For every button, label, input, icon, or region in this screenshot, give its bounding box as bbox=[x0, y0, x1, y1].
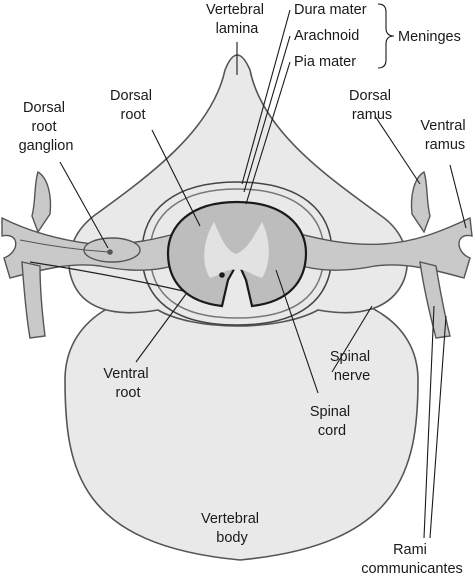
gray-matter-shape bbox=[204, 222, 269, 278]
ventral-root-label: Ventral root bbox=[103, 366, 152, 401]
dura-mater-label: Dura mater bbox=[294, 2, 367, 18]
dorsal-ramus-leader bbox=[374, 115, 421, 185]
right-ventral-ramus-shape bbox=[419, 261, 451, 339]
spinal-nerve-leader bbox=[331, 305, 373, 373]
vertebral-lamina-label: Vertebral lamina bbox=[206, 2, 268, 37]
meninges-label: Meninges bbox=[398, 29, 461, 45]
right-dorsal-ramus-shape bbox=[410, 170, 431, 234]
dorsal-root-ganglion-shape bbox=[83, 237, 141, 263]
spinal-cord-leader bbox=[275, 269, 319, 394]
ventral-root-leader bbox=[135, 293, 187, 363]
dorsal-root-ganglion-leader bbox=[59, 161, 109, 249]
left-ventral-ramus-shape bbox=[21, 261, 46, 339]
sensory-fiber-line bbox=[19, 239, 109, 253]
motor-neuron-dot bbox=[219, 272, 225, 278]
vertebral-body-label: Vertebral body bbox=[201, 511, 263, 546]
dura-mater-leader bbox=[241, 9, 291, 185]
arachnoid-leader bbox=[243, 35, 291, 193]
vertebral-body-shape bbox=[64, 289, 419, 561]
arachnoid-shape bbox=[149, 188, 325, 319]
pia-mater-leader bbox=[245, 61, 291, 205]
arachnoid-label: Arachnoid bbox=[294, 28, 359, 44]
rami-leader-2 bbox=[429, 315, 447, 539]
dorsal-root-label: Dorsal root bbox=[110, 88, 156, 123]
left-dorsal-ramus-shape bbox=[31, 170, 52, 234]
spinal-nerve-label: Spinal nerve bbox=[330, 349, 374, 384]
rami-leader-1 bbox=[423, 305, 435, 539]
dorsal-ramus-label: Dorsal ramus bbox=[349, 88, 395, 123]
pia-mater-label: Pia mater bbox=[294, 54, 356, 70]
dorsal-root-leader bbox=[151, 129, 201, 227]
rami-communicantes-label: Rami communicantes bbox=[361, 542, 463, 577]
ventral-ramus-label: Ventral ramus bbox=[420, 118, 469, 153]
ventral-ramus-leader bbox=[449, 164, 467, 229]
dorsal-root-ganglion-label: Dorsal root ganglion bbox=[19, 100, 74, 154]
meninges-brace bbox=[377, 3, 395, 69]
ganglion-cell-dot bbox=[107, 249, 113, 255]
spinal-cord-label: Spinal cord bbox=[310, 404, 354, 439]
dura-mater-shape bbox=[141, 181, 333, 326]
